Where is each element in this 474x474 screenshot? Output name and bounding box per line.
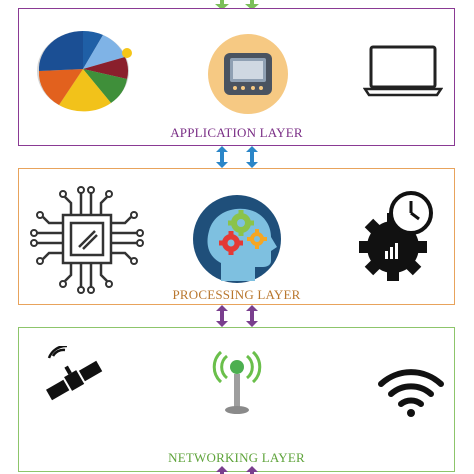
brain-gears-icon <box>191 193 285 285</box>
gear-clock-icon <box>359 189 439 285</box>
application-layer-label: APPLICATION LAYER <box>170 125 303 140</box>
laptop-icon <box>363 43 443 99</box>
app-proc-arrows <box>212 146 262 168</box>
top-arrows <box>212 0 262 10</box>
pie-chart-icon <box>31 27 139 113</box>
tablet-device-icon <box>207 33 289 115</box>
processing-layer-label: PROCESSING LAYER <box>172 287 301 302</box>
networking-layer-label: NETWORKING LAYER <box>168 450 305 465</box>
application-layer: APPLICATION LAYER <box>18 8 455 146</box>
cpu-chip-icon <box>27 181 147 299</box>
bottom-arrows <box>212 466 262 474</box>
proc-net-arrows <box>212 305 262 327</box>
antenna-tower-icon <box>203 348 271 416</box>
wifi-icon <box>377 366 445 418</box>
networking-layer: NETWORKING LAYER <box>18 327 455 472</box>
processing-layer: PROCESSING LAYER <box>18 168 455 305</box>
satellite-icon <box>39 346 111 410</box>
